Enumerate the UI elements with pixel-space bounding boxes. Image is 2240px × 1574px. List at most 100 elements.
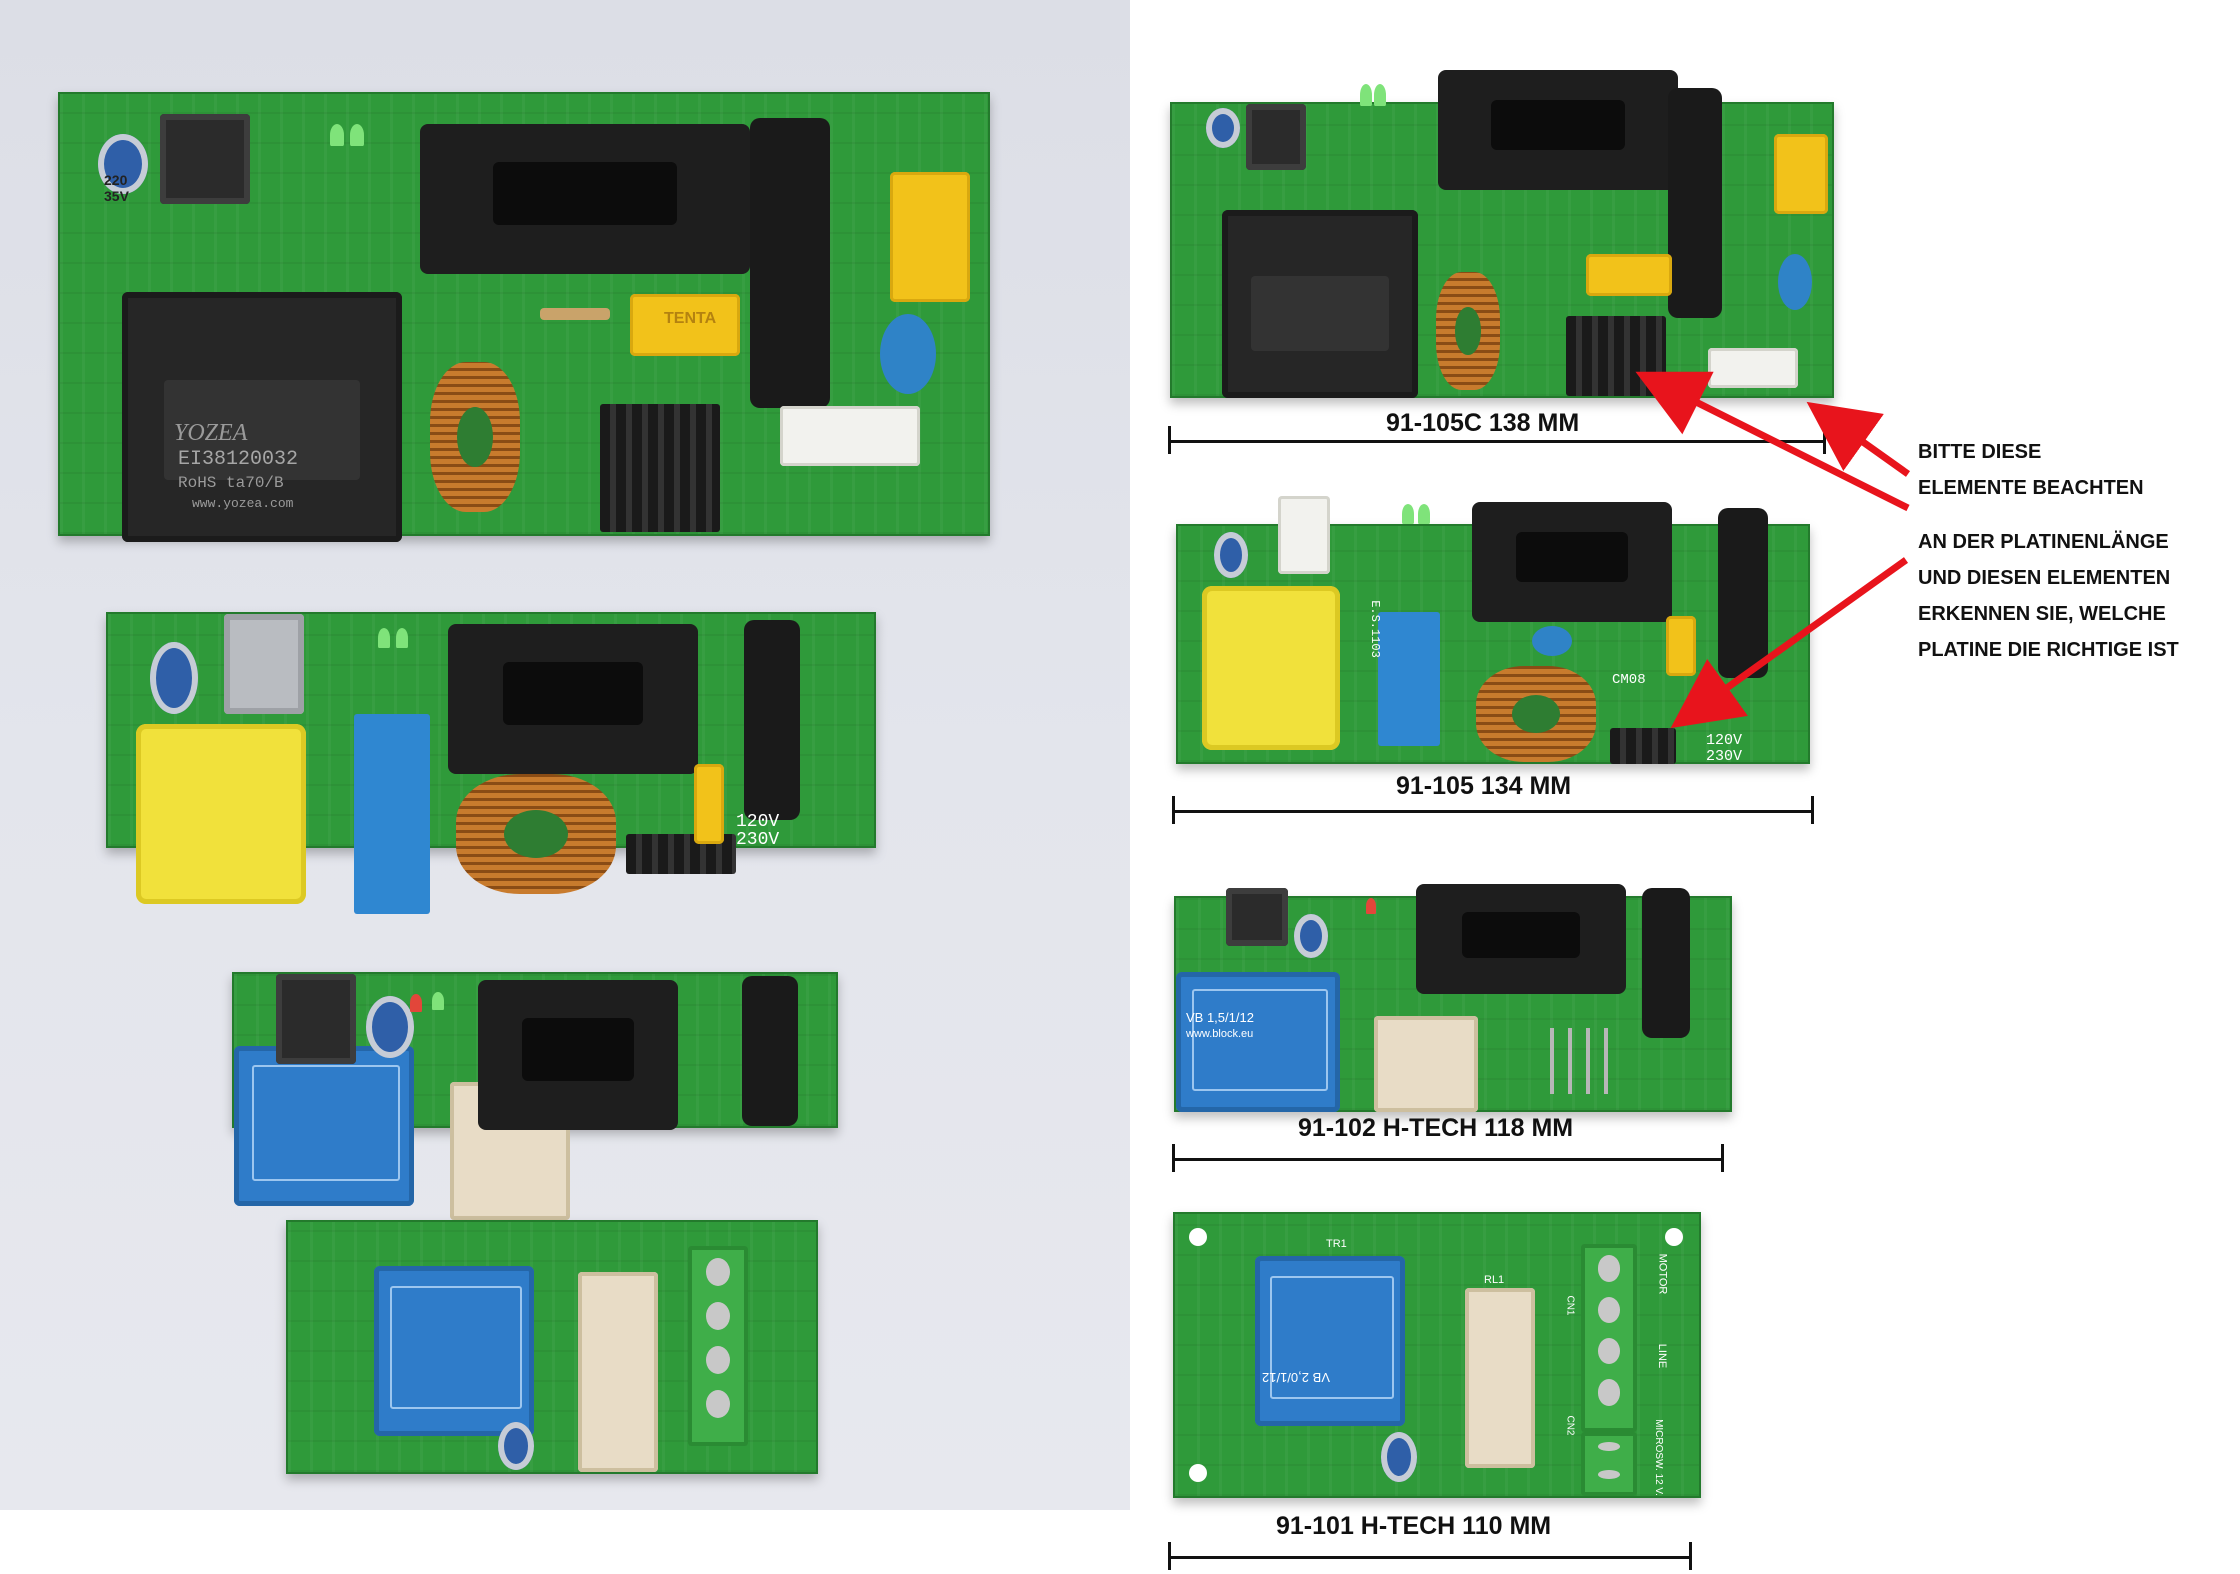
pcb-91-105 bbox=[1176, 496, 1810, 764]
board-label-91-101: 91-101 H-TECH 110 MM bbox=[1276, 1512, 1552, 1540]
marking-microsw: MICROSW. 12 V. bbox=[1652, 1419, 1664, 1496]
x-capacitor bbox=[1774, 134, 1828, 214]
iec-power-inlet bbox=[448, 624, 698, 774]
pcb-91-102-left bbox=[232, 972, 838, 1220]
electrolytic-capacitor bbox=[150, 642, 198, 714]
marking-line: LINE bbox=[1656, 1343, 1669, 1369]
note-line-4: UND DIESEN ELEMENTEN bbox=[1918, 567, 2171, 589]
transformer-yozea bbox=[1222, 210, 1418, 398]
pin-header-black bbox=[1610, 728, 1676, 764]
electrolytic-capacitor bbox=[1294, 914, 1328, 958]
white-connector bbox=[780, 406, 920, 466]
electrolytic-capacitor bbox=[366, 996, 414, 1058]
blue-capacitor bbox=[880, 314, 936, 394]
led-red bbox=[1366, 898, 1376, 914]
marking-block-vb-large: VB 2,0/1/12 bbox=[1262, 1370, 1330, 1385]
marking-cm08: CM08 bbox=[1612, 672, 1646, 688]
pcb-91-101-left bbox=[286, 1220, 818, 1474]
terminal-block-green bbox=[688, 1246, 748, 1446]
fuse-holder bbox=[1668, 88, 1722, 318]
pin-header-black bbox=[1566, 316, 1666, 396]
rj-jack bbox=[276, 974, 356, 1064]
electrolytic-capacitor bbox=[1381, 1432, 1417, 1482]
note-line-5: ERKENNEN SIE, WELCHE bbox=[1918, 603, 2166, 625]
marking-230v: 230V bbox=[736, 830, 780, 850]
annotation-note: BITTE DIESE ELEMENTE BEACHTEN AN DER PLA… bbox=[1918, 434, 2238, 668]
led-green bbox=[1374, 84, 1386, 106]
marking-block-url: www.block.eu bbox=[1186, 1028, 1254, 1040]
note-line-1: BITTE DIESE bbox=[1918, 441, 2042, 463]
note-line-6: PLATINE DIE RICHTIGE IST bbox=[1918, 639, 2179, 661]
transformer-yellow bbox=[136, 724, 306, 904]
left-product-photo bbox=[0, 0, 1130, 1510]
relay-transparent bbox=[578, 1272, 658, 1472]
terminal-block-microswitch bbox=[1581, 1432, 1637, 1496]
iec-power-inlet bbox=[478, 980, 678, 1130]
led-green bbox=[1402, 504, 1414, 524]
note-line-2: ELEMENTE BEACHTEN bbox=[1918, 477, 2144, 499]
led-green bbox=[350, 124, 364, 146]
electrolytic-capacitor bbox=[498, 1422, 534, 1470]
white-connector bbox=[1278, 496, 1330, 574]
relay-transparent bbox=[1374, 1016, 1478, 1112]
pcb-91-105c bbox=[1170, 70, 1834, 398]
led-green bbox=[1418, 504, 1430, 524]
relay-blue bbox=[1378, 612, 1440, 746]
marking-120v-right: 120V bbox=[1706, 732, 1743, 749]
pcb-91-105c-left bbox=[58, 92, 990, 542]
dimension-line-91-102 bbox=[1172, 1132, 1724, 1172]
electrolytic-capacitor bbox=[98, 134, 148, 194]
led-green bbox=[378, 628, 390, 648]
marking-yozea-model: EI38120032 bbox=[178, 448, 299, 471]
marking-tr1: TR1 bbox=[1326, 1238, 1347, 1250]
marking-es-code: E.S.1103 bbox=[1367, 600, 1382, 658]
terminal-block-motor-line bbox=[1581, 1244, 1637, 1432]
mounting-hole bbox=[1189, 1464, 1207, 1482]
blue-capacitor bbox=[1778, 254, 1812, 310]
rj-jack-grey bbox=[224, 614, 304, 714]
rj-jack bbox=[1226, 888, 1288, 946]
iec-power-inlet bbox=[1416, 884, 1626, 994]
fuse-holder bbox=[1642, 888, 1690, 1038]
relay-blue bbox=[354, 714, 430, 914]
pcb-91-101 bbox=[1173, 1212, 1701, 1498]
note-line-3: AN DER PLATINENLÄNGE bbox=[1918, 531, 2169, 553]
iec-power-inlet bbox=[1438, 70, 1678, 190]
led-green bbox=[330, 124, 344, 146]
iec-power-inlet bbox=[1472, 502, 1672, 622]
led-red bbox=[410, 994, 422, 1012]
toroid-coil bbox=[430, 362, 520, 512]
fuse-holder bbox=[742, 976, 798, 1126]
marking-tenta: TENTA bbox=[664, 310, 717, 327]
white-connector bbox=[1708, 348, 1798, 388]
x-capacitor-tenta bbox=[1586, 254, 1672, 296]
x-capacitor bbox=[694, 764, 724, 844]
marking-block-vb-small: VB 1,5/1/12 bbox=[1186, 1010, 1254, 1025]
heatsink-triac bbox=[600, 404, 720, 532]
dimension-line-91-105 bbox=[1172, 784, 1814, 824]
marking-elko: 220 35V bbox=[104, 172, 129, 204]
pcb-91-105-left bbox=[106, 612, 876, 914]
relay-transparent bbox=[1465, 1288, 1535, 1468]
dimension-line-91-101 bbox=[1168, 1530, 1692, 1570]
x-capacitor bbox=[1666, 616, 1696, 676]
rj-jack bbox=[160, 114, 250, 204]
pcb-91-102 bbox=[1174, 884, 1732, 1112]
fuse-holder bbox=[750, 118, 830, 408]
resistor bbox=[540, 308, 610, 320]
transformer-yellow bbox=[1202, 586, 1340, 750]
marking-yozea-brand: YOZEA bbox=[174, 420, 248, 446]
left-photo-white-band bbox=[0, 1510, 862, 1574]
led-green bbox=[432, 992, 444, 1010]
marking-rl1: RL1 bbox=[1484, 1274, 1505, 1286]
fuse-holder bbox=[744, 620, 800, 820]
transformer-block-blue bbox=[374, 1266, 534, 1436]
toroid-coil bbox=[456, 774, 616, 894]
solder-pins bbox=[1550, 1028, 1620, 1094]
fuse-holder bbox=[1718, 508, 1768, 678]
marking-yozea-url: www.yozea.com bbox=[192, 496, 294, 511]
transformer-block-blue bbox=[234, 1046, 414, 1206]
board-label-91-102: 91-102 H-TECH 118 MM bbox=[1298, 1114, 1574, 1142]
led-green bbox=[396, 628, 408, 648]
iec-power-inlet bbox=[420, 124, 750, 274]
